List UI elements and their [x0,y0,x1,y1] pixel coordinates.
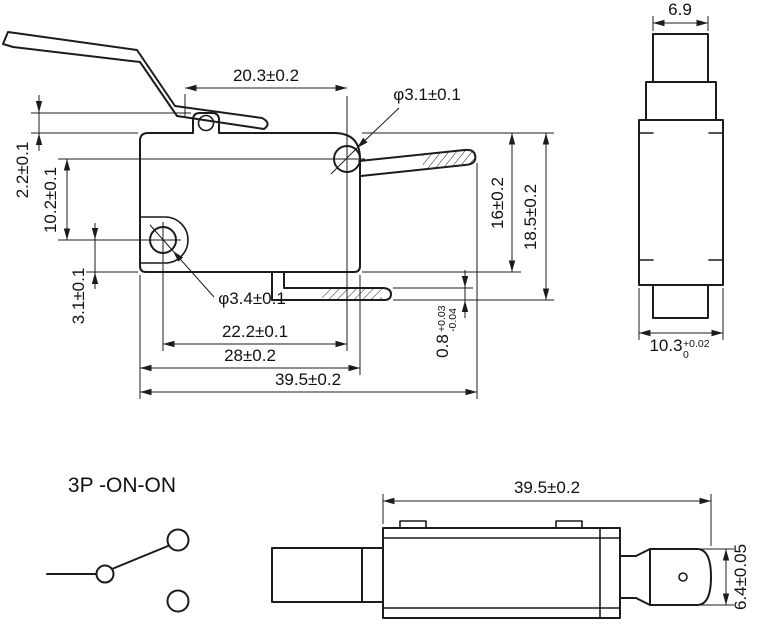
dim-overall-length: 39.5±0.2 [382,478,712,546]
barrel-taper [635,548,651,557]
dim-top-hole: φ3.1±0.1 [330,85,461,175]
terminal-right-outline [358,148,477,177]
dim-widths: 22.2±0.1 28±0.2 39.5±0.2 [139,163,478,399]
dim-label: 39.5±0.2 [514,478,580,497]
dim-tolerance-lower: -0.04 [447,308,459,332]
terminal-bottom-cap [383,287,392,301]
lever-arm [2,31,269,130]
dim-terminal-diameter: 6.4±0.05 [700,544,750,610]
dim-top-width: 20.3±0.2 [184,66,348,143]
dim-button-width: 6.9 [652,0,709,31]
bottom-view: 39.5±0.2 6.4±0.05 [271,478,750,619]
circuit-label: 3P -ON-ON [68,474,176,497]
lower-housing [652,284,709,319]
dim-label: 18.5±0.2 [521,184,540,250]
dim-lever-mount-height: 2.2±0.1 [13,95,191,198]
terminal-right [358,148,477,177]
front-view: 20.3±0.2 φ3.1±0.1 2.2±0.1 10.2±0.1 [2,31,554,399]
circuit-symbol: 3P -ON-ON [46,474,190,613]
side-view: 6.9 10.3 +0.02 0 [638,0,724,361]
dim-bottom-hole: φ3.4±0.1 [149,224,286,308]
leader-tail [149,224,174,252]
dim-label: 6.9 [668,0,692,19]
dim-label: 20.3±0.2 [233,66,299,85]
dim-label: φ3.4±0.1 [218,289,286,308]
dim-label: 28±0.2 [224,346,276,365]
dim-label: 2.2±0.1 [13,142,32,199]
dim-label: 6.4±0.05 [731,544,750,610]
dim-label: 22.2±0.1 [222,322,288,341]
terminal-barrel [619,548,712,606]
common-contact [95,564,115,584]
dim-housing-width: 10.3 +0.02 0 [638,288,724,361]
dim-terminal-thickness: 0.8 +0.03 -0.04 [393,270,473,358]
terminal-hatch [322,289,382,299]
terminal-bottom-outline [283,271,385,289]
dim-label: 10.2±0.1 [41,167,60,233]
dim-tolerance-lower: 0 [683,349,689,361]
dim-label: 10.3 [649,336,682,355]
leader-line [356,107,400,149]
upper-housing [645,81,717,121]
dim-label: φ3.1±0.1 [393,85,461,104]
switch-body-outline [139,112,361,273]
dim-heights: 16±0.2 18.5±0.2 [362,132,554,301]
plunger-button [652,33,709,83]
switch-body-side [382,527,621,619]
dim-label: 0.8 [433,334,452,358]
dim-bottom-offset: 3.1±0.1 [69,223,138,324]
contact-no [166,528,190,552]
dim-tolerance-upper: +0.02 [683,338,710,350]
barrel-outline [649,548,712,606]
dim-label: 16±0.2 [488,177,507,229]
dim-label: 39.5±0.2 [275,370,341,389]
contact-nc [166,589,190,613]
dim-hole-spacing: 10.2±0.1 [41,158,332,241]
terminal-hatch [421,150,475,169]
dim-tolerance-upper: +0.03 [436,305,448,332]
lever-pivot-pin [197,114,215,132]
leader-line [172,250,215,298]
switch-lever-line [111,545,169,570]
dim-label: 3.1±0.1 [69,268,88,325]
plunger-actuator [271,547,384,603]
barrel-taper [635,597,651,606]
terminal-bottom [271,271,392,301]
leader-tail [330,147,358,175]
top-tab [555,520,583,529]
top-tab [399,520,427,529]
barrel-hole [678,572,688,582]
